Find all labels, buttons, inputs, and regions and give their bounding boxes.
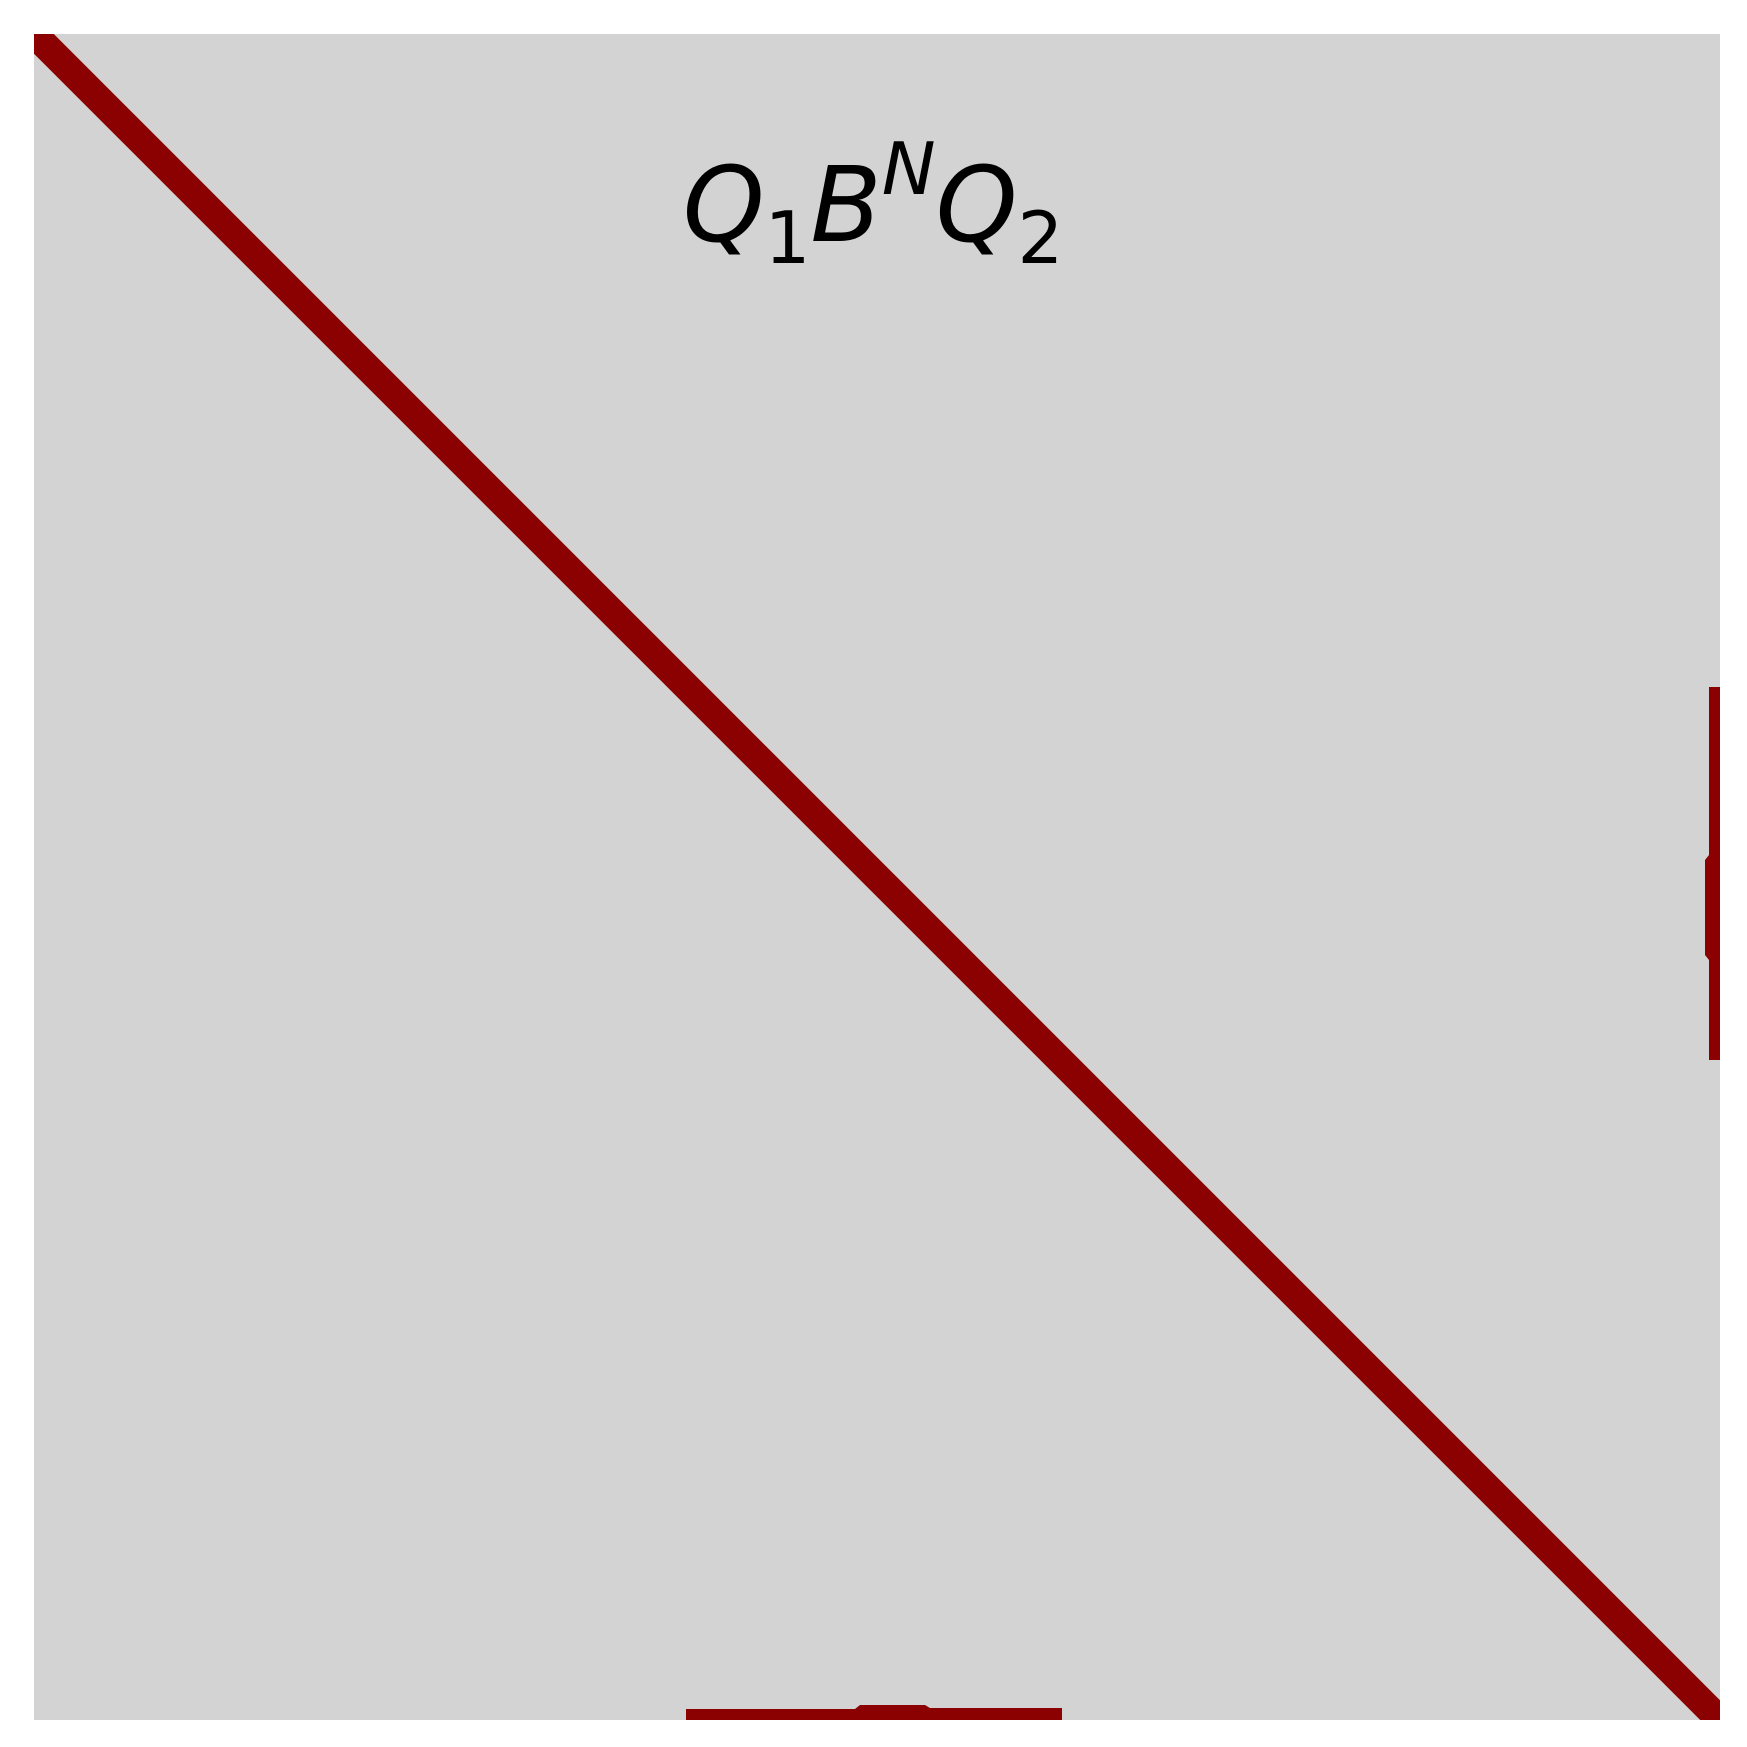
diagram-title: Q1BNQ2 xyxy=(683,127,1064,280)
title-sub-2: 2 xyxy=(1017,196,1063,280)
title-b: B xyxy=(810,144,881,266)
title-sub-1: 1 xyxy=(765,196,811,280)
title-q1: Q xyxy=(683,144,765,266)
diagonal-line xyxy=(34,34,1720,1720)
title-q2: Q xyxy=(936,144,1018,266)
bottom-edge-segment xyxy=(686,1705,1062,1720)
right-edge-segment xyxy=(1705,687,1720,1060)
curve-group xyxy=(34,34,1720,1720)
title-sup-n: N xyxy=(882,127,936,211)
